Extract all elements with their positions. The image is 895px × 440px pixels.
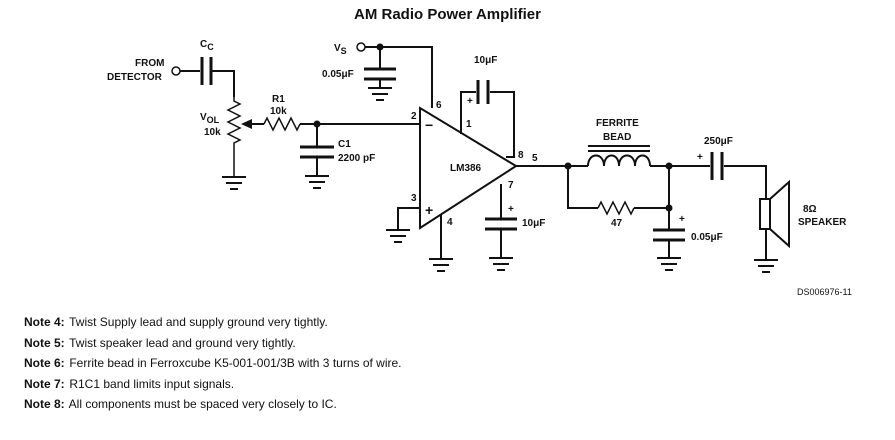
speaker-label: SPEAKER: [798, 217, 847, 228]
pin3-wire: [397, 207, 420, 229]
diagram-title: AM Radio Power Amplifier: [354, 6, 541, 23]
bypass-cap-plus: +: [508, 204, 514, 215]
note-label: Note 4:: [24, 315, 65, 329]
supply-capacitor: [364, 67, 396, 81]
bypass-cap-label: 10μF: [522, 218, 545, 229]
noninverting-input-sign: +: [425, 202, 433, 218]
input-terminal: [171, 66, 181, 76]
ground-symbol: [429, 258, 453, 272]
r47-left-wire: [567, 166, 598, 209]
cc-capacitor: [200, 57, 213, 85]
vol-wiper-arrow: [241, 119, 252, 129]
ground-symbol: [368, 87, 392, 101]
r47-label: 47: [611, 218, 623, 229]
supply-cap-label: 0.05μF: [322, 69, 354, 80]
vs-label: VS: [334, 43, 347, 56]
ferrite-coil: [587, 154, 651, 167]
figure-code: DS006976-11: [797, 287, 852, 297]
ground-symbol: [222, 176, 246, 190]
note-item: Note 5: Twist speaker lead and ground ve…: [24, 333, 402, 354]
note-item: Note 6: Ferrite bead in Ferroxcube K5-00…: [24, 353, 402, 374]
gain-cap-label: 10μF: [474, 55, 497, 66]
note-text: Twist speaker lead and ground very tight…: [69, 335, 296, 350]
r1-value: 10k: [270, 106, 287, 117]
c1-value: 2200 pF: [338, 153, 375, 164]
c1-name: C1: [338, 139, 351, 150]
ferrite-label-line2: BEAD: [603, 132, 631, 143]
note-label: Note 5:: [24, 335, 65, 350]
note-text: All components must be spaced very close…: [68, 397, 337, 411]
vol-potentiometer: [226, 97, 242, 176]
speaker-icon: [759, 179, 790, 249]
pin1-wire: [460, 91, 476, 134]
note-item: Note 7: R1C1 band limits input signals.: [24, 374, 402, 395]
r1-name: R1: [272, 94, 285, 105]
gain-cap-plus: +: [467, 96, 473, 107]
input-label-line2: DETECTOR: [107, 72, 163, 83]
pin3-label: 3: [411, 193, 417, 204]
c1-capacitor: [300, 145, 334, 159]
bypass-capacitor: [485, 217, 517, 231]
out-cap-label: 250μF: [704, 136, 733, 147]
note-text: R1C1 band limits input signals.: [69, 376, 235, 391]
vs-terminal: [356, 42, 366, 52]
pin6-label: 6: [436, 100, 442, 111]
r47-resistor: [597, 200, 635, 216]
pin5-label: 5: [532, 153, 538, 164]
vol-value: 10k: [204, 127, 221, 138]
vol-label: VOL: [200, 112, 220, 125]
speaker-value: 8Ω: [803, 204, 817, 215]
pin8-wire: [490, 91, 515, 158]
ground-symbol: [489, 257, 513, 271]
cap-to-speaker-wire: [724, 165, 767, 199]
note-item: Note 8: All components must be spaced ve…: [24, 394, 402, 415]
zobel-cap-plus: +: [679, 214, 685, 225]
cc-label: CC: [200, 39, 214, 52]
pin7-label: 7: [508, 180, 514, 191]
junction-dot: [665, 204, 673, 212]
ground-symbol: [754, 259, 778, 273]
pin8-label: 8: [518, 150, 524, 161]
r1-resistor: [263, 116, 301, 132]
output-capacitor: [710, 152, 724, 180]
out-cap-plus: +: [697, 152, 703, 163]
zobel-cap-label: 0.05μF: [691, 232, 723, 243]
pin2-label: 2: [411, 111, 417, 122]
note-text: Ferrite bead in Ferroxcube K5-001-001/3B…: [69, 356, 402, 370]
ground-symbol: [386, 229, 410, 243]
vs-wire: [365, 46, 433, 108]
lm386-amplifier: [419, 106, 518, 230]
pin1-label: 1: [466, 119, 472, 130]
pin4-label: 4: [447, 217, 453, 228]
note-label: Note 6:: [24, 356, 65, 370]
note-item: Note 4: Twist Supply lead and supply gro…: [24, 312, 402, 333]
inverting-input-sign: −: [425, 117, 433, 133]
notes-list: Note 4: Twist Supply lead and supply gro…: [24, 312, 402, 415]
ground-symbol: [657, 257, 681, 271]
gain-capacitor: [476, 80, 490, 104]
ground-symbol: [305, 175, 329, 189]
cc-to-pot-wire: [212, 70, 235, 97]
zobel-capacitor: [653, 228, 685, 242]
note-label: Note 7:: [24, 376, 65, 391]
input-label-line1: FROM: [135, 58, 164, 69]
ferrite-label-line1: FERRITE: [596, 118, 639, 129]
ic-label: LM386: [450, 163, 482, 174]
note-text: Twist Supply lead and supply ground very…: [69, 315, 328, 329]
schematic: FROM DETECTOR CC VOL 10k R1 10k C1 2200 …: [107, 39, 852, 297]
note-label: Note 8:: [24, 397, 65, 411]
